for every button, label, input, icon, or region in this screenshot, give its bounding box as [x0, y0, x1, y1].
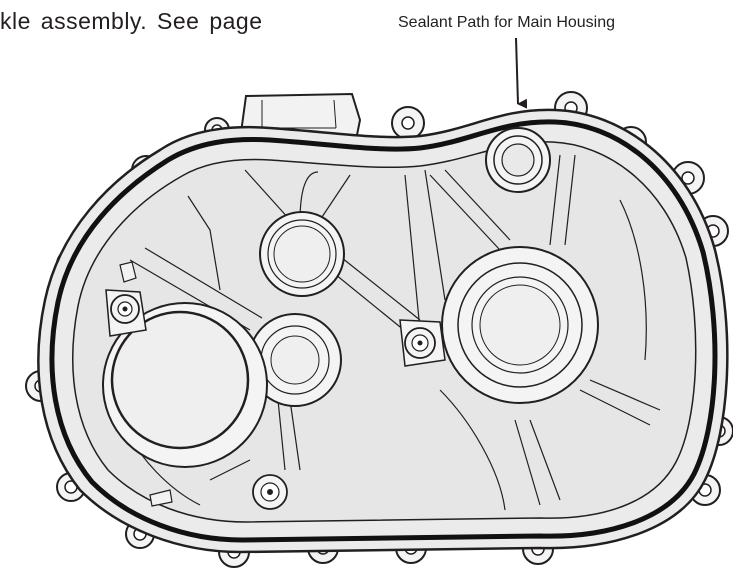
right-bearing-boss: [441, 246, 599, 404]
fill-plug-boss: [485, 127, 551, 193]
body-text-fragment: kle assembly. See page: [0, 8, 263, 34]
center-bearing-boss: [248, 313, 342, 407]
left-tab: [119, 261, 137, 283]
callout-arrow: [515, 37, 528, 109]
dowel-bosses: [105, 289, 446, 510]
sealant-path: [49, 119, 718, 543]
upper-bearing-boss: [259, 211, 345, 297]
left-bearing-bore: [102, 302, 268, 468]
sealant-path-callout-label: Sealant Path for Main Housing: [398, 14, 616, 31]
lower-left-tab: [149, 489, 173, 507]
